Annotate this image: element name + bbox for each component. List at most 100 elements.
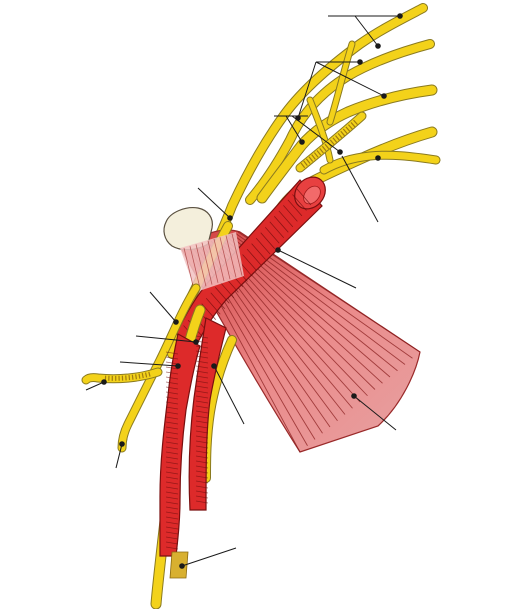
artery-hatch xyxy=(165,451,179,455)
brachial-artery xyxy=(159,317,227,579)
leader-dot xyxy=(295,115,301,121)
artery-hatch xyxy=(165,431,179,435)
tendon-stripe xyxy=(189,246,201,289)
artery-hatch xyxy=(165,386,179,390)
artery-hatch xyxy=(195,395,209,399)
tendon-stripe xyxy=(207,240,219,283)
leader-dot xyxy=(375,43,381,49)
artery-hatch xyxy=(165,501,179,505)
artery-hatch xyxy=(278,210,294,228)
leader-line xyxy=(149,291,177,323)
artery-hatch xyxy=(269,221,285,239)
artery-hatch xyxy=(251,243,266,260)
leader-dot xyxy=(193,339,199,345)
leader-dot xyxy=(351,393,357,399)
artery-hatch xyxy=(165,351,179,355)
artery-hatch xyxy=(165,406,179,410)
leader-line xyxy=(197,187,231,219)
artery-hatch xyxy=(165,446,179,450)
artery-hatch xyxy=(195,345,209,349)
artery-hatch xyxy=(264,226,280,244)
artery-hatch xyxy=(165,491,179,495)
tendon-stripe xyxy=(183,247,195,291)
artery-hatch xyxy=(165,526,179,530)
leader-dot xyxy=(227,215,233,221)
artery-hatch xyxy=(195,430,209,434)
artery-hatch xyxy=(165,366,179,370)
artery-hatch xyxy=(165,476,179,480)
artery-hatch xyxy=(255,237,271,255)
artery-hatch xyxy=(165,486,179,490)
artery-hatch xyxy=(165,536,179,540)
tendon-stripe xyxy=(219,237,231,280)
artery-hatch xyxy=(274,216,289,233)
artery-hatch xyxy=(165,506,179,510)
artery-hatch xyxy=(165,541,179,545)
leader-line xyxy=(354,15,379,47)
leader-dot xyxy=(397,13,403,19)
artery-hatch xyxy=(283,205,298,222)
leader-line xyxy=(285,115,303,143)
tendon-stripe xyxy=(195,244,207,287)
leader-line xyxy=(353,395,397,431)
artery-hatch xyxy=(195,445,209,449)
artery-hatch xyxy=(195,410,209,414)
artery-hatch xyxy=(210,292,226,310)
leader-line xyxy=(135,335,197,343)
artery-hatch xyxy=(165,456,179,460)
artery-hatch xyxy=(195,335,209,339)
leader-line xyxy=(119,361,179,367)
tendon-stripe xyxy=(225,235,237,278)
leader-dot xyxy=(299,139,305,145)
artery-hatch xyxy=(165,441,179,445)
artery-hatch xyxy=(195,415,209,419)
artery-hatch xyxy=(195,355,209,359)
artery-hatch xyxy=(195,375,209,379)
artery-hatch xyxy=(195,460,209,464)
leader-dot xyxy=(275,247,281,253)
artery-hatch xyxy=(165,416,179,420)
leader-line xyxy=(213,365,245,425)
artery-hatch xyxy=(165,381,179,385)
leader-dot xyxy=(173,319,179,325)
artery-hatch xyxy=(242,254,257,271)
artery-hatch xyxy=(195,425,209,429)
artery-hatch xyxy=(195,480,209,484)
artery-hatch xyxy=(260,232,275,249)
artery-hatch xyxy=(195,440,209,444)
artery-hatch xyxy=(195,385,209,389)
artery-hatch xyxy=(165,471,179,475)
leader-line xyxy=(297,61,317,119)
artery-hatch xyxy=(195,490,209,494)
tendon-stump xyxy=(163,207,244,292)
leader-line xyxy=(277,249,357,289)
artery-hatch xyxy=(165,371,179,375)
artery-hatch xyxy=(165,496,179,500)
artery-hatch xyxy=(165,391,179,395)
artery-hatch xyxy=(165,411,179,415)
artery-hatch xyxy=(287,199,303,217)
artery-hatch xyxy=(165,396,179,400)
artery-hatch xyxy=(165,546,179,550)
artery-hatch xyxy=(195,485,209,489)
leader-dot xyxy=(175,363,181,369)
artery-hatch xyxy=(195,470,209,474)
artery-hatch xyxy=(165,466,179,470)
artery-hatch xyxy=(205,297,221,315)
artery-hatch xyxy=(195,360,209,364)
nerve-roots xyxy=(191,3,441,293)
artery-hatch xyxy=(195,495,209,499)
artery-hatch xyxy=(292,194,307,211)
artery-hatch xyxy=(195,435,209,439)
artery-hatch xyxy=(165,461,179,465)
leader-dot xyxy=(211,363,217,369)
artery-hatch xyxy=(195,405,209,409)
artery-hatch xyxy=(165,356,179,360)
artery-hatch xyxy=(195,420,209,424)
artery-hatch xyxy=(165,361,179,365)
artery-hatch xyxy=(195,370,209,374)
leader-dot xyxy=(337,149,343,155)
leader-line xyxy=(315,61,385,97)
